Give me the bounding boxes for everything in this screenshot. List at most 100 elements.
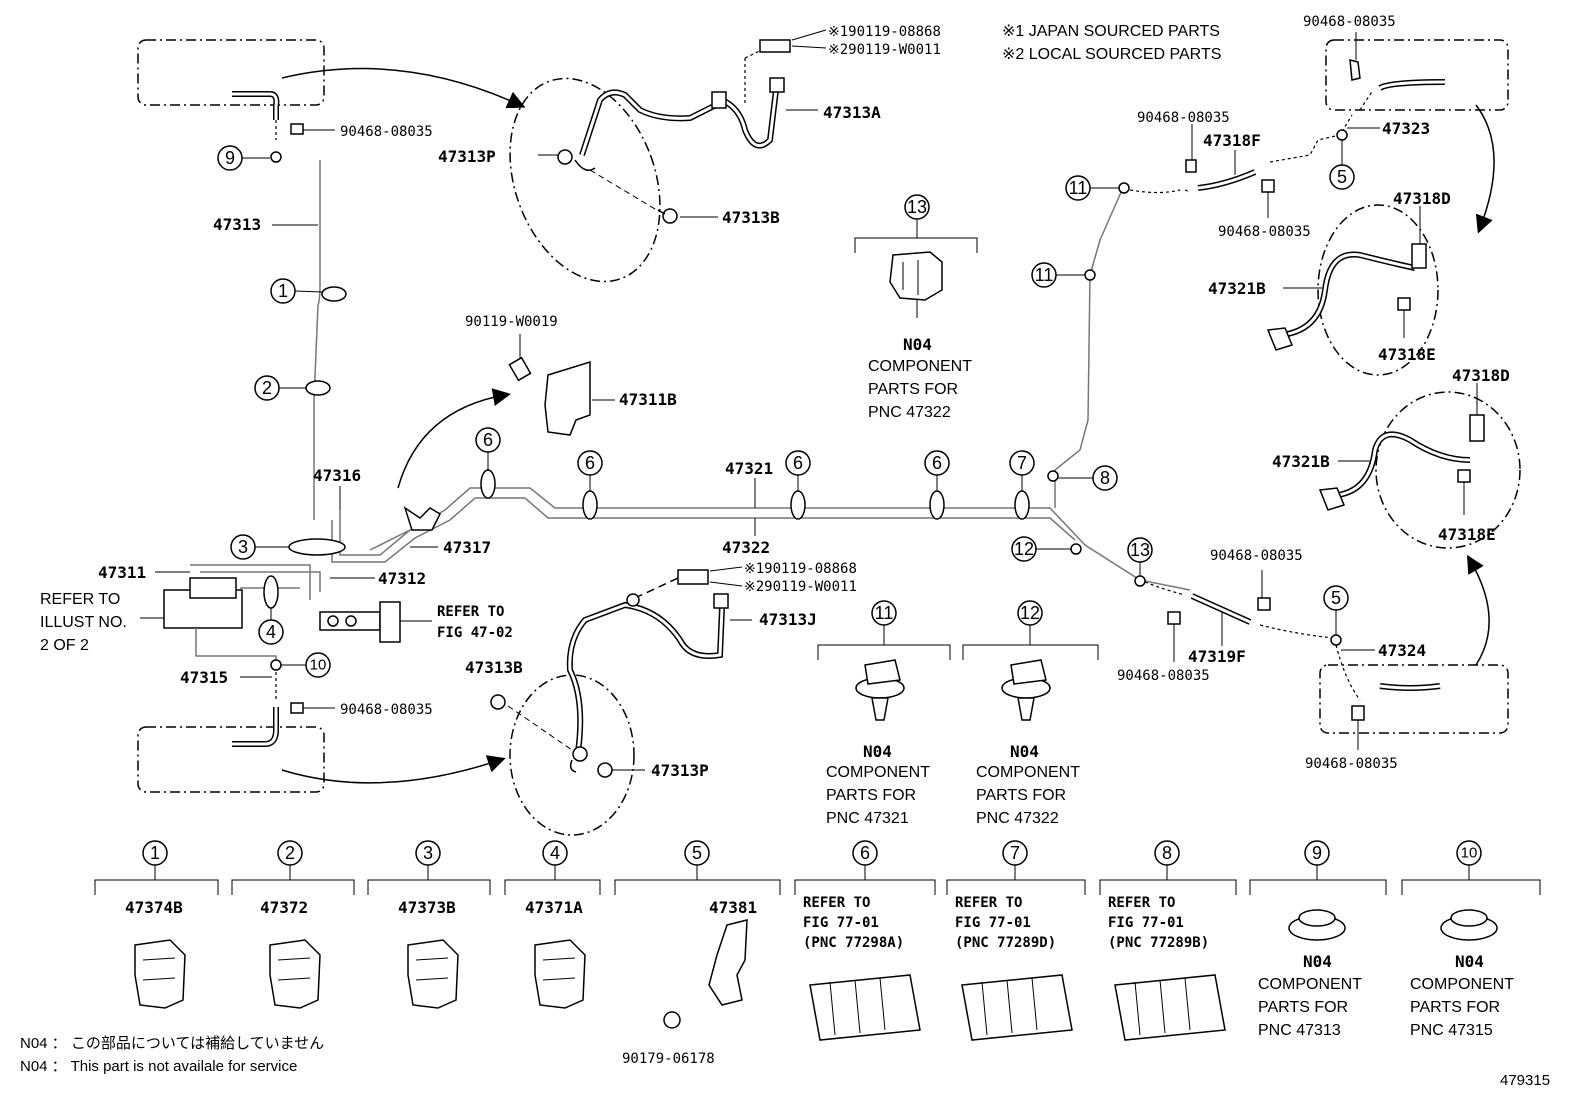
svg-text:6: 6 <box>932 453 942 473</box>
part-label-47321B-b: 47321B <box>1272 452 1330 471</box>
clip-icon <box>534 939 586 1009</box>
clip-13-line3: PNC 47322 <box>868 404 951 421</box>
svg-text:6: 6 <box>793 453 803 473</box>
callout-6b: 6 <box>577 450 603 491</box>
legend-refer-line3: (PNC 77298A) <box>803 935 904 951</box>
clip-12-line1: COMPONENT <box>976 764 1080 781</box>
part-label-47311: 47311 <box>98 563 146 582</box>
part-label-190119-bottom: ※190119-08868 <box>744 561 857 577</box>
legend-refer-line2: FIG 77-01 <box>1108 915 1184 931</box>
svg-text:1: 1 <box>278 281 288 301</box>
part-label-290119-top: ※290119-W0011 <box>828 42 941 58</box>
clip-12-code: N04 <box>1010 742 1039 761</box>
hose-47318F <box>1129 124 1275 218</box>
legend-bracket <box>794 879 936 895</box>
legend-refer-line3: (PNC 77289B) <box>1108 935 1209 951</box>
part-label-47318D-b: 47318D <box>1452 366 1510 385</box>
footnote-jp: N04 ： この部品については補給していません <box>20 1035 324 1052</box>
legend-refer-line3: (PNC 77289D) <box>955 935 1056 951</box>
callout-9: 9 <box>217 145 270 171</box>
legend-part-label: 47381 <box>709 898 757 917</box>
svg-text:12: 12 <box>1020 603 1040 623</box>
clip-11-line1: COMPONENT <box>826 764 930 781</box>
legend-bracket <box>231 879 355 895</box>
legend-code: N04 <box>1455 952 1484 971</box>
inset-box-top-left <box>137 39 526 120</box>
part-label-47312: 47312 <box>378 569 426 588</box>
clip-11-code: N04 <box>863 742 892 761</box>
note-local-sourced: ※2 LOCAL SOURCED PARTS <box>1002 46 1221 63</box>
callout-12a: 12 <box>1011 536 1071 562</box>
legend-part-label: 47374B <box>125 898 183 917</box>
legend-code: N04 <box>1303 952 1332 971</box>
legend-comp-line3: PNC 47313 <box>1258 1022 1341 1039</box>
part-label-47313: 47313 <box>213 215 261 234</box>
legend-callout-number: 9 <box>1312 843 1322 863</box>
part-label-47311B: 47311B <box>619 390 677 409</box>
legend-row: 147374B247372347373B447371A54738190179-0… <box>94 840 1541 1067</box>
legend-callout-number: 6 <box>860 843 870 863</box>
legend-callout-number: 10 <box>1461 845 1478 862</box>
svg-text:12: 12 <box>1014 539 1034 559</box>
legend-bracket <box>1401 879 1541 895</box>
clip-13-line2: PARTS FOR <box>868 381 958 398</box>
legend-comp-line1: COMPONENT <box>1258 976 1362 993</box>
part-label-90468-top-right: 90468-08035 <box>1303 14 1396 30</box>
part-label-90468-mid-b: 90468-08035 <box>1218 224 1311 240</box>
callout-11a: 11 <box>1065 175 1119 201</box>
clip-12-line2: PARTS FOR <box>976 787 1066 804</box>
part-label-47317: 47317 <box>443 538 491 557</box>
legend-bracket <box>946 879 1086 895</box>
part-label-47313A: 47313A <box>823 103 881 122</box>
legend-bracket <box>367 879 491 895</box>
callout-6a: 6 <box>475 427 501 470</box>
legend-part-label: 47371A <box>525 898 583 917</box>
brake-line-47313 <box>270 120 347 520</box>
legend-comp-line3: PNC 47315 <box>1410 1022 1493 1039</box>
master-cylinder-area <box>140 538 432 671</box>
callout-4: 4 <box>258 608 284 645</box>
callout-1: 1 <box>270 278 323 304</box>
legend-callout-number: 2 <box>285 843 295 863</box>
callout-5a: 5 <box>1329 164 1355 190</box>
callout-6d: 6 <box>924 450 950 491</box>
svg-text:4: 4 <box>266 622 276 642</box>
inset-box-bottom-right <box>1319 554 1509 750</box>
inset-box-bottom-left <box>137 672 506 793</box>
part-label-90468-r3: 90468-08035 <box>1210 548 1303 564</box>
refer-left-line1: REFER TO <box>40 591 120 608</box>
refer-left-line2: ILLUST NO. <box>40 614 127 631</box>
svg-text:5: 5 <box>1331 588 1341 608</box>
part-label-47321: 47321 <box>725 459 773 478</box>
callout-11b: 11 <box>1031 262 1085 288</box>
clip-13-code: N04 <box>903 335 932 354</box>
svg-text:2: 2 <box>262 378 272 398</box>
footnote-en: N04 ： This part is not availale for serv… <box>20 1058 297 1075</box>
legend-callout-number: 5 <box>692 843 702 863</box>
refer-fig-line2: FIG 47-02 <box>437 625 513 641</box>
svg-text:10: 10 <box>310 657 327 674</box>
callout-10: 10 <box>281 652 331 678</box>
svg-text:13: 13 <box>1130 540 1150 560</box>
hose-47321B-lower <box>1318 383 1521 549</box>
inset-box-top-right <box>1325 32 1509 234</box>
bracket-47311B <box>508 334 615 436</box>
part-label-47318D-a: 47318D <box>1393 189 1451 208</box>
callout-8: 8 <box>1058 465 1118 491</box>
connector-47317 <box>369 506 441 551</box>
callout-7: 7 <box>1009 450 1035 491</box>
callout-5b: 5 <box>1323 585 1349 611</box>
legend-comp-line1: COMPONENT <box>1410 976 1514 993</box>
legend-comp-line2: PARTS FOR <box>1410 999 1500 1016</box>
clip-11-line3: PNC 47321 <box>826 810 909 827</box>
part-label-90468-r4: 90468-08035 <box>1117 668 1210 684</box>
clip-icon <box>407 939 459 1009</box>
callout-3: 3 <box>230 534 289 560</box>
note-japan-sourced: ※1 JAPAN SOURCED PARTS <box>1002 23 1220 40</box>
